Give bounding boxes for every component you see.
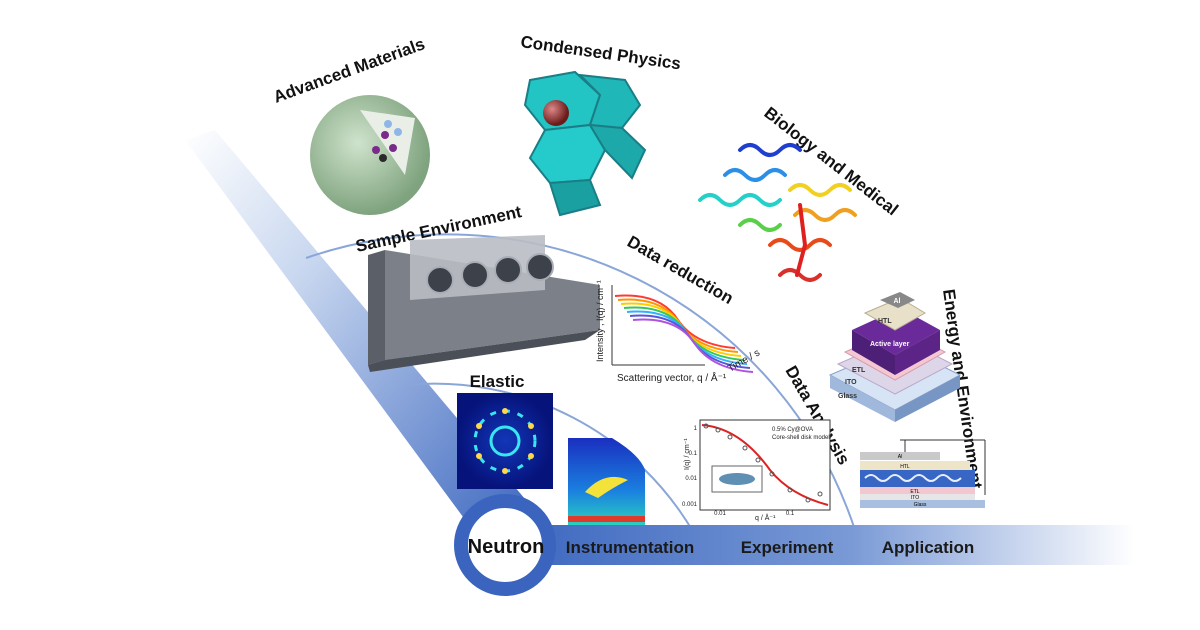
horizontal-axis: [505, 525, 1135, 565]
layer-active: Active layer: [870, 341, 910, 348]
flat-layer-glass: Glass: [914, 502, 927, 508]
analysis-ylabel: I(q) / cm⁻¹: [684, 438, 691, 470]
analysis-ytick-4: 0.001: [682, 502, 698, 508]
analysis-legend-model: Core-shell disk model: [772, 435, 830, 441]
analysis-ytick-1: 1: [694, 426, 698, 432]
label-elastic: Elastic: [470, 372, 525, 391]
hub-label: Neutron: [468, 536, 545, 558]
label-biology-medical: Biology and Medical: [761, 103, 902, 219]
analysis-xtick-1: 0.01: [714, 511, 726, 517]
condensed-physics-image: [523, 70, 647, 217]
label-advanced-materials: Advanced Materials: [271, 34, 428, 106]
advanced-materials-image: [310, 95, 430, 215]
axis-label-application: Application: [882, 538, 975, 557]
layer-htl: HTL: [878, 318, 892, 325]
inelastic-map-image: [568, 438, 645, 525]
flat-layer-etl: ETL: [910, 489, 919, 495]
analysis-xtick-2: 0.1: [786, 511, 795, 517]
reduction-ylabel: Intensity , I(q) / cm⁻¹: [595, 280, 605, 362]
ring-application: [186, 65, 1016, 536]
diagonal-beam: [185, 130, 530, 540]
analysis-legend-data: 0.5% Cy@OVA: [772, 427, 813, 433]
analysis-ytick-2: 0.1: [689, 451, 698, 457]
sample-environment-image: [368, 235, 600, 372]
flat-layer-htl: HTL: [900, 464, 910, 470]
flat-layer-al: Al: [898, 454, 902, 460]
hub-ring: [454, 494, 556, 596]
data-reduction-plot: Intensity , I(q) / cm⁻¹ Scattering vecto…: [595, 280, 762, 384]
ring-instrumentation: [405, 382, 696, 536]
analysis-xlabel: q / Å⁻¹: [755, 513, 776, 522]
layer-al: Al: [894, 298, 901, 305]
layer-glass: Glass: [838, 393, 857, 400]
energy-device-cross-section-image: Al HTL ETL ITO Glass: [860, 439, 986, 508]
flat-layer-ito: ITO: [911, 495, 919, 501]
analysis-ytick-3: 0.01: [685, 476, 697, 482]
label-condensed-physics: Condensed Physics: [519, 32, 682, 73]
data-analysis-plot: 0.5% Cy@OVA Core-shell disk model I(q) /…: [682, 419, 831, 522]
layer-ito: ITO: [845, 379, 857, 386]
axis-label-experiment: Experiment: [741, 538, 834, 557]
axis-label-instrumentation: Instrumentation: [566, 538, 694, 557]
layer-etl: ETL: [852, 367, 866, 374]
reduction-xlabel: Scattering vector, q / Å⁻¹: [617, 371, 727, 384]
biology-protein-image: [698, 143, 857, 282]
energy-device-stack-image: Al HTL Active layer ETL ITO Glass: [828, 292, 962, 422]
elastic-pattern-image: [457, 393, 553, 489]
